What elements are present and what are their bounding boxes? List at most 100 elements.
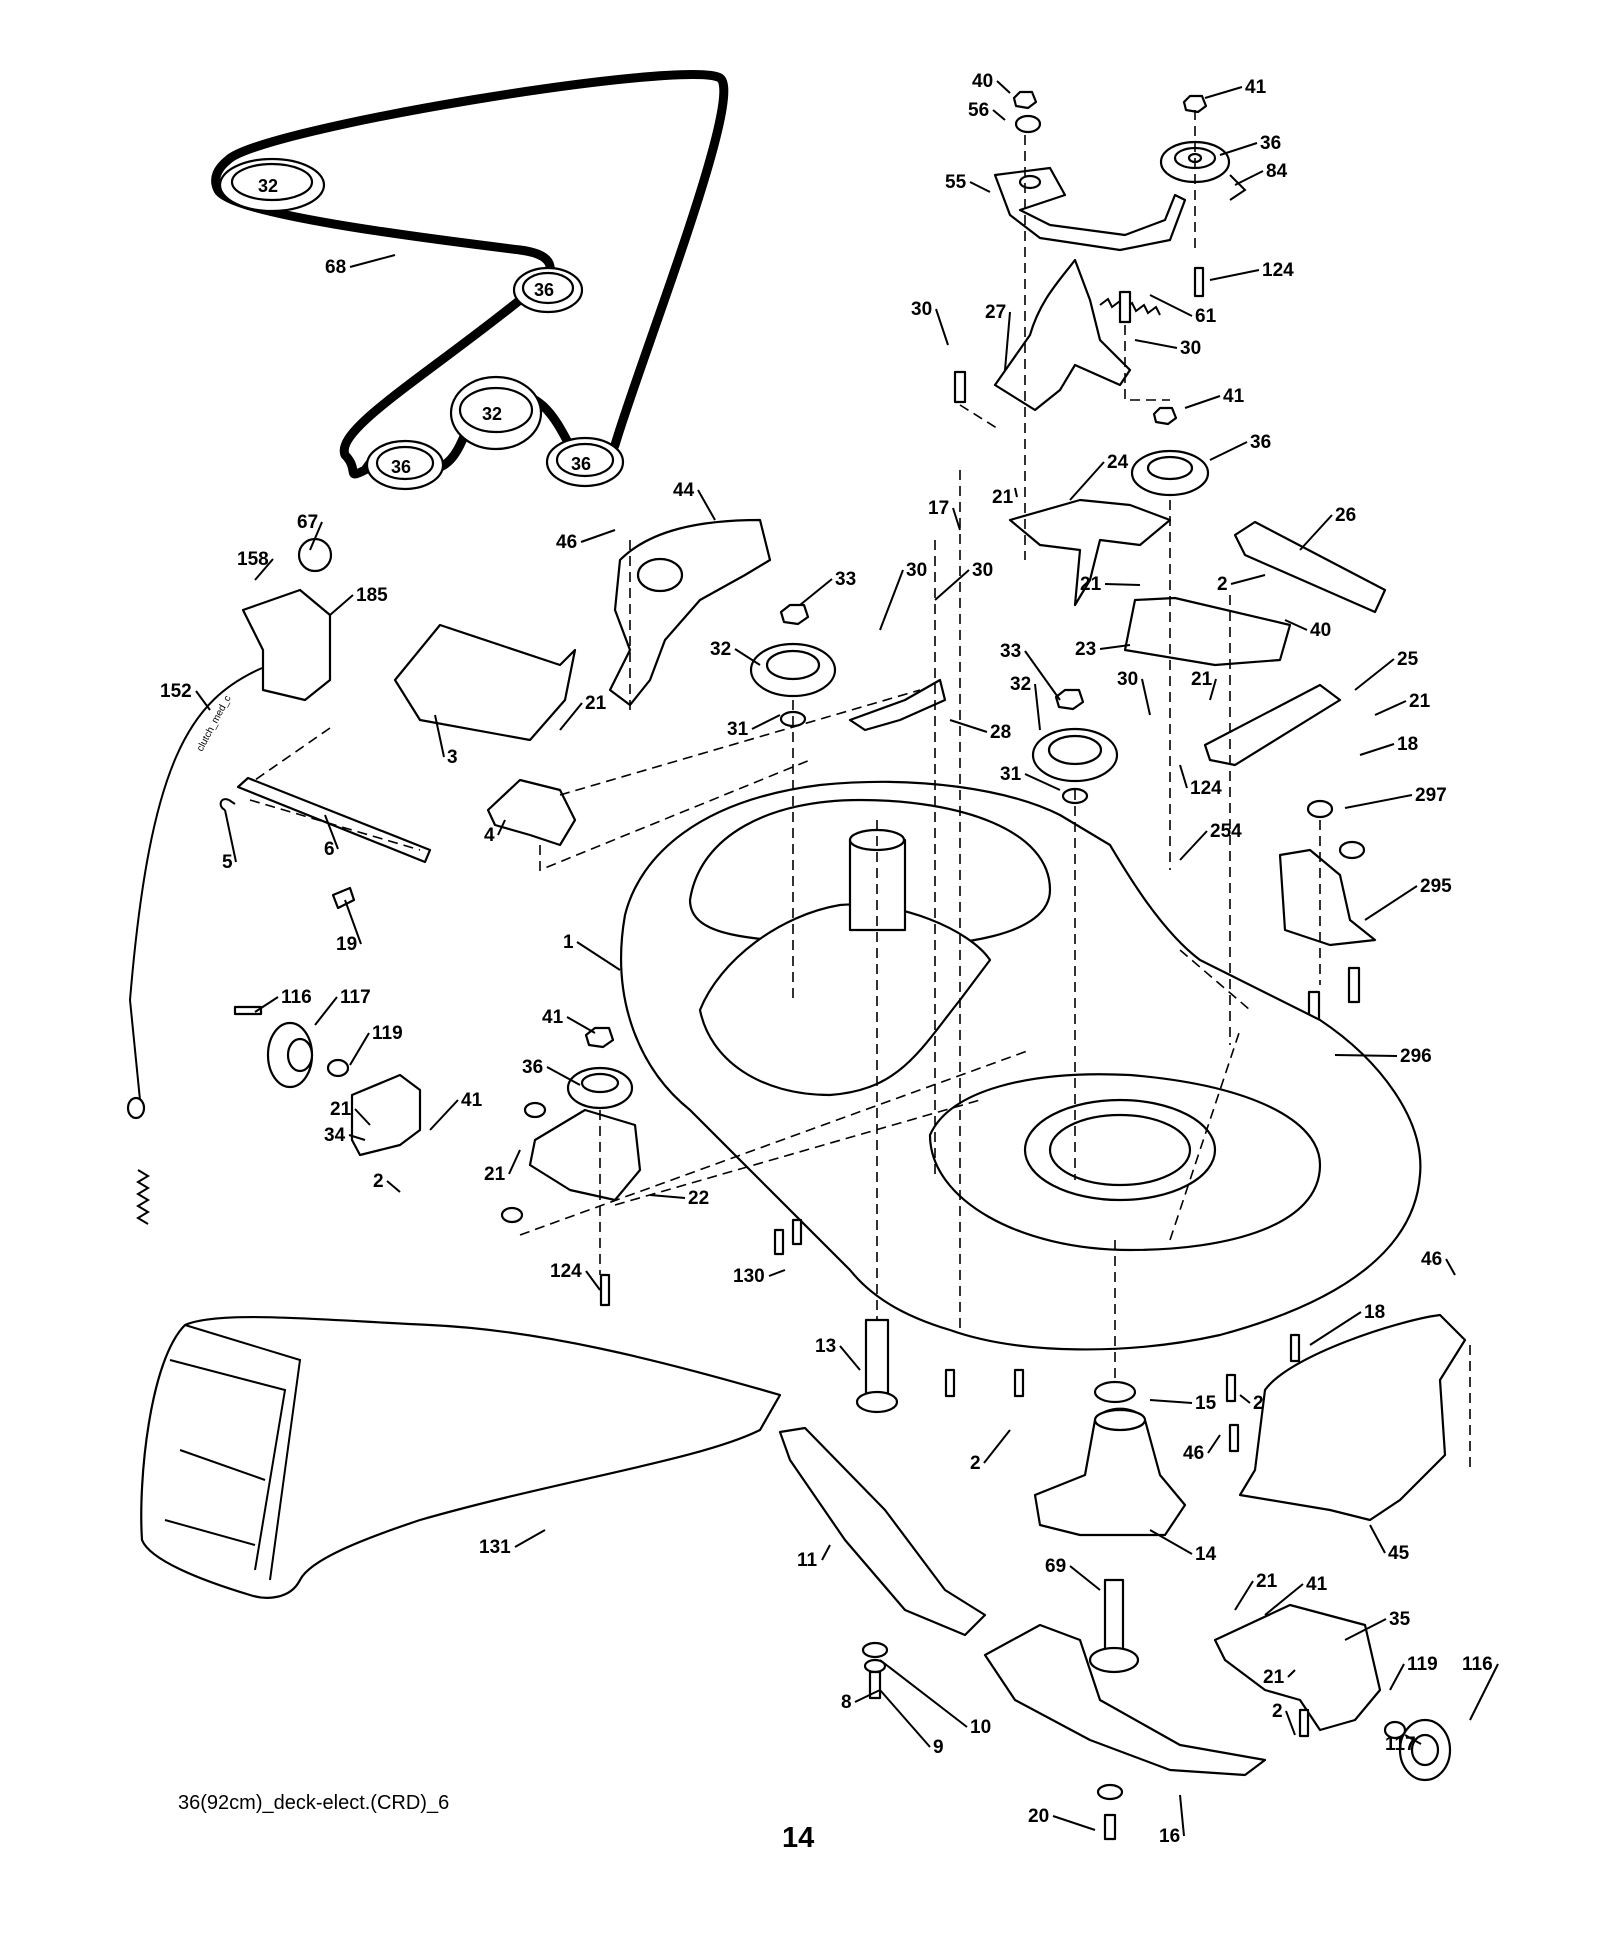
callout-leader — [1469, 1663, 1499, 1721]
callout-leader — [546, 1066, 581, 1086]
callout-number: 40 — [972, 71, 993, 92]
callout-leader — [1284, 619, 1308, 631]
callout-leader — [1344, 794, 1413, 809]
callout-number: 46 — [1421, 1249, 1442, 1270]
callout-number: 46 — [1183, 1443, 1204, 1464]
callout-number: 33 — [1000, 641, 1021, 662]
callout-number: 41 — [1245, 77, 1267, 98]
callout-leader — [1149, 1399, 1193, 1404]
callout-leader — [559, 702, 583, 731]
callout-number: 8 — [841, 1692, 852, 1713]
callout-number: 32 — [710, 639, 731, 660]
assembly-lines — [249, 110, 1471, 1470]
callout-number: 31 — [1000, 764, 1022, 785]
belt-pulley-label: 32 — [258, 176, 278, 196]
callout-number: 36 — [522, 1057, 543, 1078]
callout-leader — [585, 1270, 601, 1291]
callout-leader — [879, 1689, 931, 1748]
page-number: 14 — [782, 1822, 815, 1854]
callout-leader — [1069, 461, 1105, 501]
callout-number: 4 — [484, 825, 495, 846]
callout-leader — [1024, 773, 1061, 791]
callout-leader — [1209, 441, 1248, 461]
callout-number: 116 — [281, 987, 312, 1008]
callout-number: 30 — [911, 299, 932, 320]
callout-number: 22 — [688, 1188, 709, 1209]
callout-leader — [1285, 1710, 1296, 1736]
callout-number: 5 — [222, 852, 233, 873]
callout-number: 158 — [237, 549, 269, 570]
callout-number: 130 — [733, 1266, 765, 1287]
callout-leader — [1204, 86, 1243, 99]
callout-leader — [734, 648, 761, 666]
callout-leader — [821, 1544, 831, 1561]
callout-leader — [195, 690, 211, 711]
callout-leader — [1264, 1583, 1304, 1616]
callout-number: 14 — [1195, 1544, 1217, 1565]
callout-leader — [1069, 1565, 1101, 1591]
callout-number: 11 — [797, 1550, 818, 1571]
callout-number: 21 — [1256, 1571, 1278, 1592]
callout-number: 36 — [1250, 432, 1271, 453]
callout-leader — [1207, 1434, 1221, 1454]
callout-number: 21 — [484, 1164, 506, 1185]
callout-leader — [1404, 1734, 1422, 1745]
callout-leader — [1334, 1054, 1398, 1057]
callout-leader — [935, 308, 949, 346]
callout-leader — [1024, 650, 1061, 701]
callout-number: 124 — [1262, 260, 1294, 281]
callout-number: 13 — [815, 1336, 836, 1357]
callout-leader — [429, 1099, 459, 1131]
callout-number: 26 — [1335, 505, 1356, 526]
callout-leader — [983, 1429, 1011, 1464]
callout-leader — [1445, 1258, 1456, 1276]
callout-number: 2 — [970, 1453, 981, 1474]
callout-number: 34 — [324, 1125, 346, 1146]
callout-leader — [508, 1149, 521, 1175]
diagram-caption: 36(92cm)_deck-elect.(CRD)_6 — [178, 1792, 450, 1814]
callout-leader — [1004, 311, 1011, 371]
callout-leader — [1287, 1669, 1296, 1678]
callout-leader — [349, 1032, 370, 1066]
callout-leader — [576, 941, 621, 971]
callout-number: 116 — [1462, 1654, 1493, 1675]
callout-number: 41 — [1223, 386, 1245, 407]
callout-number: 25 — [1397, 649, 1419, 670]
callout-leader — [1299, 514, 1333, 551]
callout-leader — [1179, 830, 1208, 861]
callout-number: 131 — [479, 1537, 511, 1558]
callout-leader — [1389, 1663, 1405, 1691]
callout-number: 1 — [563, 932, 574, 953]
callout-leader — [879, 569, 904, 631]
callout-number: 152 — [160, 681, 192, 702]
callout-number: 19 — [336, 934, 357, 955]
callout-number: 21 — [330, 1099, 352, 1120]
callout-leader — [1052, 1815, 1096, 1831]
drive-belt: 32 36 32 36 36 — [211, 69, 729, 491]
callout-number: 23 — [1075, 639, 1096, 660]
callout-number: 36 — [1260, 133, 1281, 154]
callout-leader — [1141, 678, 1151, 716]
callout-leader — [1184, 395, 1221, 409]
callout-leader — [1309, 1311, 1362, 1346]
callout-leader — [697, 489, 716, 521]
cable-tag: clutch_med_c — [195, 694, 234, 754]
callout-number: 30 — [1180, 338, 1201, 359]
callout-number: 21 — [1409, 691, 1431, 712]
callout-number: 2 — [1253, 1393, 1264, 1414]
callout-leader — [949, 719, 988, 733]
callout-number: 3 — [447, 747, 458, 768]
callout-leader — [514, 1529, 546, 1548]
callout-leader — [1230, 574, 1266, 585]
callout-leader — [1209, 269, 1260, 281]
mower-deck — [620, 780, 1422, 1351]
callout-number: 2 — [373, 1171, 384, 1192]
callout-leader — [1034, 683, 1041, 731]
callout-leader — [1234, 170, 1264, 186]
callout-number: 21 — [585, 693, 607, 714]
callout-leader — [1134, 339, 1178, 349]
callout-leader — [386, 1180, 401, 1193]
callout-leader — [1104, 583, 1141, 586]
